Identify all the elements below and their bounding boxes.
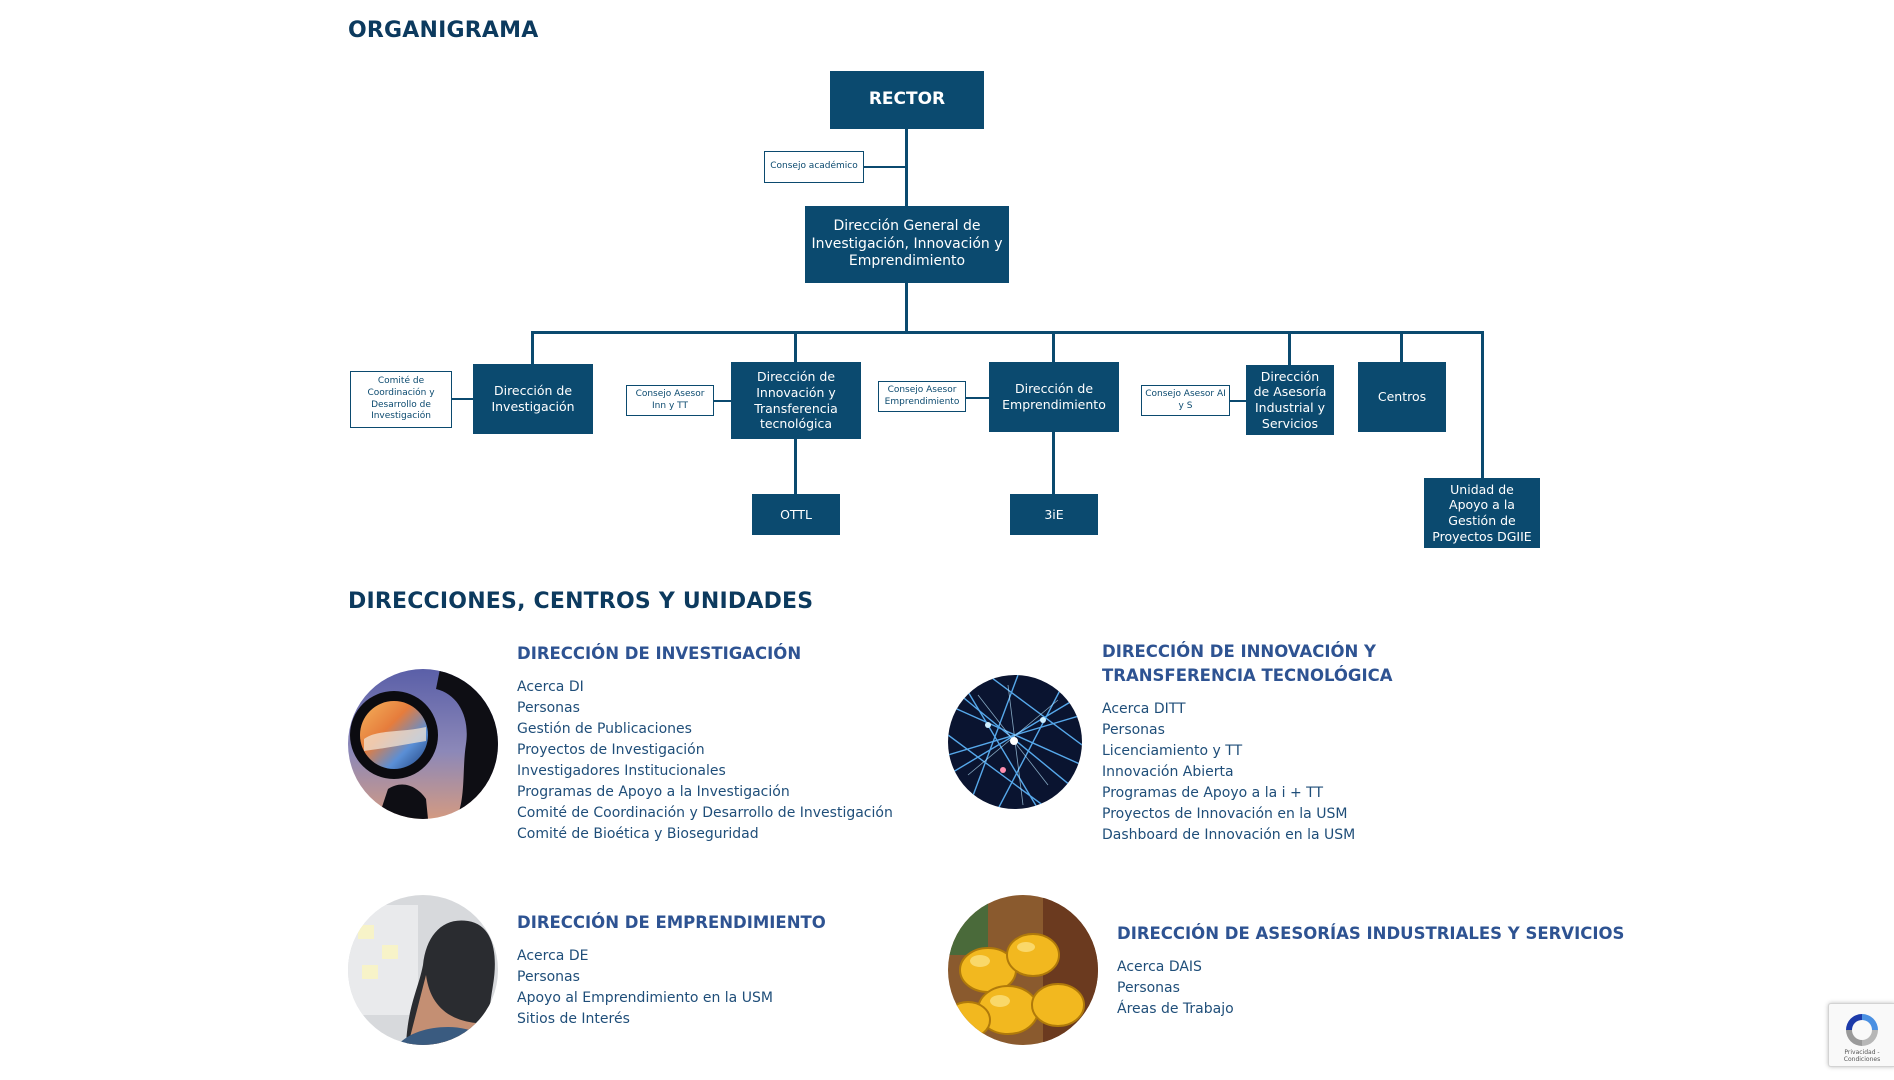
- link-gestion-publicaciones[interactable]: Gestión de Publicaciones: [517, 721, 692, 737]
- link-dashboard-innovacion[interactable]: Dashboard de Innovación en la USM: [1102, 827, 1356, 843]
- link-personas-de[interactable]: Personas: [517, 969, 580, 985]
- unit-title-emprendimiento[interactable]: DIRECCIÓN DE EMPRENDIMIENTO: [517, 913, 826, 932]
- person-whiteboard-image: [348, 895, 498, 1045]
- org-advisory-comite-coordinacion: Comité de Coordinación y Desarrollo de I…: [350, 371, 452, 428]
- link-acerca-de[interactable]: Acerca DE: [517, 948, 589, 964]
- org-box-rector: RECTOR: [830, 71, 984, 129]
- org-advisory-consejo-academico: Consejo académico: [764, 151, 864, 183]
- section-heading: DIRECCIONES, CENTROS Y UNIDADES: [348, 589, 814, 614]
- connector-line: [964, 397, 989, 399]
- link-programas-apoyo-investigacion[interactable]: Programas de Apoyo a la Investigación: [517, 784, 790, 800]
- connector-line: [451, 398, 474, 400]
- org-box-ottl: OTTL: [752, 494, 840, 535]
- connector-line: [905, 282, 908, 334]
- link-areas-trabajo[interactable]: Áreas de Trabajo: [1117, 1001, 1234, 1017]
- org-box-direccion-asesoria: Dirección de Asesoría Industrial y Servi…: [1246, 365, 1334, 435]
- link-proyectos-innovacion[interactable]: Proyectos de Innovación en la USM: [1102, 806, 1348, 822]
- hard-hats-image: [948, 895, 1098, 1045]
- link-acerca-di[interactable]: Acerca DI: [517, 679, 584, 695]
- connector-line: [863, 166, 905, 168]
- connector-line: [1400, 331, 1403, 362]
- connector-line: [1481, 331, 1484, 479]
- direccion-emprendimiento-image[interactable]: [348, 895, 498, 1045]
- connector-line: [1052, 331, 1055, 362]
- link-licenciamiento[interactable]: Licenciamiento y TT: [1102, 743, 1243, 759]
- link-innovacion-abierta[interactable]: Innovación Abierta: [1102, 764, 1234, 780]
- organigrama-heading: ORGANIGRAMA: [348, 18, 539, 43]
- connector-line: [794, 331, 797, 362]
- recaptcha-caption[interactable]: Privacidad - Condiciones: [1843, 1049, 1881, 1063]
- direccion-investigacion-image[interactable]: [348, 669, 498, 819]
- unit-title-investigacion[interactable]: DIRECCIÓN DE INVESTIGACIÓN: [517, 644, 802, 663]
- recaptcha-icon: [1846, 1014, 1878, 1046]
- connector-line: [713, 400, 731, 402]
- link-comite-coordinacion[interactable]: Comité de Coordinación y Desarrollo de I…: [517, 805, 893, 821]
- link-acerca-ditt[interactable]: Acerca DITT: [1102, 701, 1186, 717]
- link-apoyo-emprendimiento[interactable]: Apoyo al Emprendimiento en la USM: [517, 990, 773, 1006]
- link-acerca-dais[interactable]: Acerca DAIS: [1117, 959, 1202, 975]
- connector-line: [1288, 331, 1291, 366]
- link-proyectos-investigacion[interactable]: Proyectos de Investigación: [517, 742, 705, 758]
- org-box-centros: Centros: [1358, 362, 1446, 432]
- org-box-dgiie: Dirección General de Investigación, Inno…: [805, 206, 1009, 283]
- org-box-direccion-investigacion: Dirección de Investigación: [473, 364, 593, 434]
- link-personas-dais[interactable]: Personas: [1117, 980, 1180, 996]
- org-box-direccion-emprendimiento: Dirección de Emprendimiento: [989, 362, 1119, 432]
- org-advisory-consejo-ai: Consejo Asesor AI y S: [1141, 385, 1230, 416]
- org-box-unidad-apoyo: Unidad de Apoyo a la Gestión de Proyecto…: [1424, 478, 1540, 548]
- org-box-3ie: 3iE: [1010, 494, 1098, 535]
- recaptcha-badge[interactable]: Privacidad - Condiciones: [1828, 1003, 1894, 1067]
- connector-line: [794, 437, 797, 495]
- connector-line: [531, 331, 534, 364]
- unit-title-asesorias[interactable]: DIRECCIÓN DE ASESORÍAS INDUSTRIALES Y SE…: [1117, 924, 1625, 943]
- link-programas-apoyo-itt[interactable]: Programas de Apoyo a la i + TT: [1102, 785, 1323, 801]
- link-sitios-interes[interactable]: Sitios de Interés: [517, 1011, 630, 1027]
- org-advisory-consejo-inn: Consejo Asesor Inn y TT: [626, 385, 714, 416]
- link-investigadores-institucionales[interactable]: Investigadores Institucionales: [517, 763, 726, 779]
- link-comite-bioetica[interactable]: Comité de Bioética y Bioseguridad: [517, 826, 759, 842]
- connector-line: [531, 331, 1484, 334]
- telescope-lens-image: [348, 669, 498, 819]
- org-box-direccion-innovacion: Dirección de Innovación y Transferencia …: [731, 362, 861, 439]
- org-advisory-consejo-emprendimiento: Consejo Asesor Emprendimiento: [878, 381, 966, 412]
- direccion-asesorias-image[interactable]: [948, 895, 1098, 1045]
- link-personas-ditt[interactable]: Personas: [1102, 722, 1165, 738]
- network-lines-image: [948, 675, 1082, 809]
- unit-title-innovacion[interactable]: DIRECCIÓN DE INNOVACIÓN Y TRANSFERENCIA …: [1102, 642, 1393, 685]
- org-chart: RECTOR Consejo académico Dirección Gener…: [350, 71, 1540, 548]
- connector-line: [1052, 430, 1055, 495]
- connector-line: [1229, 400, 1247, 402]
- connector-line: [905, 128, 908, 206]
- link-personas-di[interactable]: Personas: [517, 700, 580, 716]
- direccion-innovacion-image[interactable]: [948, 675, 1082, 809]
